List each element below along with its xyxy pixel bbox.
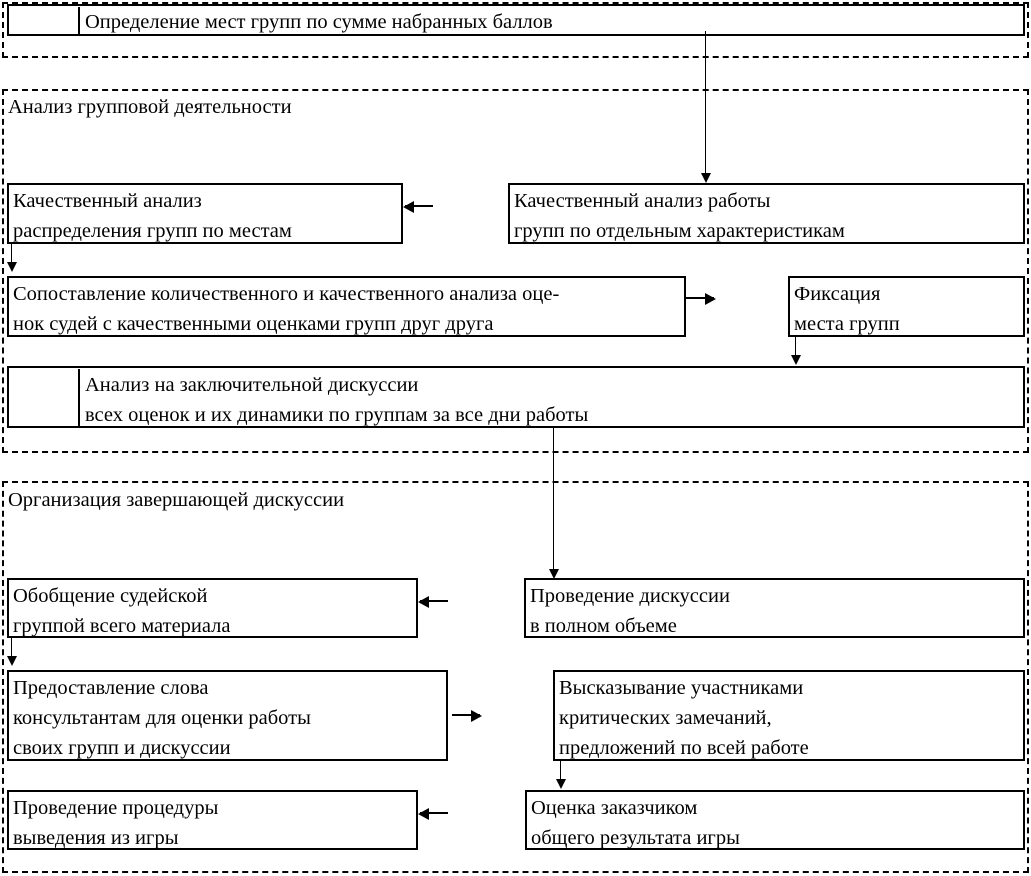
arrow-full-discussion-to-summary	[418, 596, 448, 608]
box-fixation: Фиксация места групп	[788, 276, 1025, 337]
box-final-analysis-text: Анализ на заключительной дискуссии всех …	[85, 374, 589, 426]
connector-fixation-to-final-analysis	[791, 337, 801, 365]
box-qual-analysis-distribution: Качественный анализ распределения групп …	[7, 183, 403, 244]
box-title-text: Определение мест групп по сумме набранны…	[85, 11, 553, 33]
connector-title-to-characteristics	[701, 31, 711, 183]
arrow-comparison-to-fixation	[686, 293, 716, 305]
group-label-closing-discussion: Организация завершающей дискуссии	[8, 489, 345, 511]
box-final-analysis-empty-cell	[9, 369, 80, 426]
box-summary-judges: Обобщение судейской группой всего матери…	[7, 578, 418, 638]
connector-distribution-to-comparison	[7, 244, 17, 272]
box-title-empty-cell	[9, 7, 80, 34]
box-comparison: Сопоставление количественного и качестве…	[7, 276, 686, 337]
group-container-closing-discussion	[2, 481, 1029, 873]
box-qual-analysis-characteristics: Качественный анализ работы групп по отде…	[508, 183, 1025, 244]
box-participants-statements: Высказывание участниками критических зам…	[553, 670, 1025, 761]
connector-participants-to-customer-evaluation	[556, 761, 566, 789]
group-container-title	[2, 2, 1029, 58]
connector-summary-to-consultants	[7, 638, 17, 666]
connector-final-analysis-to-full-discussion	[549, 427, 559, 579]
box-customer-evaluation: Оценка заказчиком общего результата игры	[525, 790, 1025, 850]
group-container-analysis	[2, 89, 1029, 453]
arrow-consultants-to-participants	[452, 710, 482, 722]
group-label-analysis: Анализ групповой деятельности	[8, 96, 292, 118]
box-consultants-floor: Предоставление слова консультантам для о…	[7, 670, 448, 761]
arrow-characteristics-to-distribution	[403, 201, 433, 213]
box-final-discussion-analysis: Анализ на заключительной дискуссии всех …	[7, 366, 1025, 428]
arrow-customer-evaluation-to-exit	[418, 808, 448, 820]
box-title-determination: Определение мест групп по сумме набранны…	[7, 4, 1025, 36]
box-exit-procedure: Проведение процедуры выведения из игры	[7, 790, 418, 850]
box-full-discussion: Проведение дискуссии в полном объеме	[524, 578, 1025, 638]
